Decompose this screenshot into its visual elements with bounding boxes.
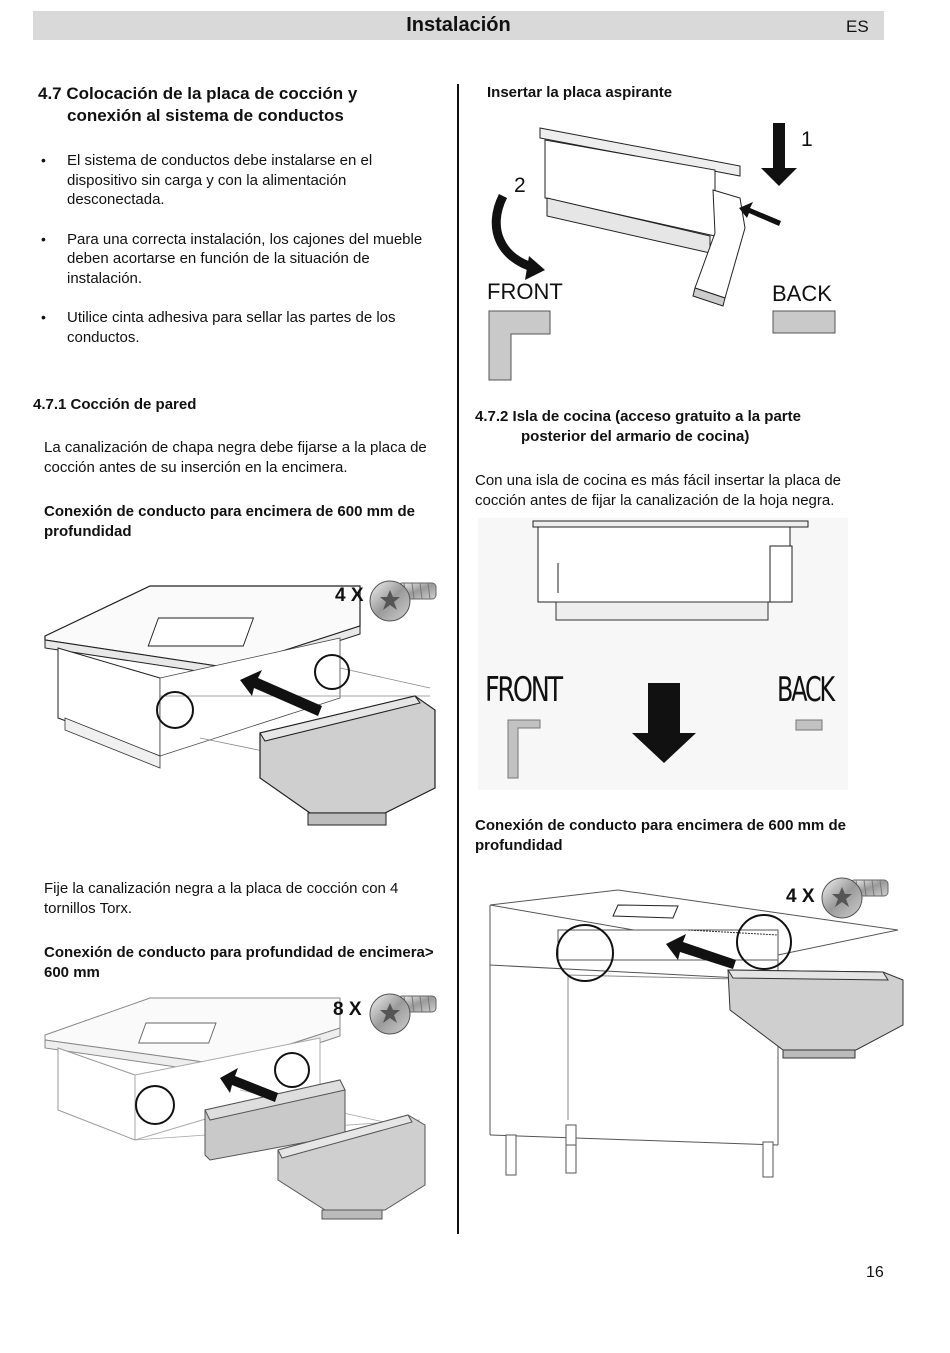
column-divider [457,84,459,1234]
conn-600-title-right: Conexión de conducto para encimera de 60… [475,817,846,854]
figure-wall-gt600 [40,990,440,1230]
label-front: FRONT [487,279,563,304]
label-front-island: FRONT [485,670,563,710]
subsection-title-island: 4.7.2 Isla de cocina (acceso gratuito a … [475,407,875,447]
section-title-line1: 4.7 Colocación de la placa de cocción y [38,84,358,103]
page-number: 16 [866,1264,884,1281]
page-title: Instalación [406,14,511,36]
figure-insert-hob [485,118,845,383]
insert-hob-title: Insertar la placa aspirante [487,84,673,101]
label-back-island: BACK [777,670,835,710]
torx-screw-icon [820,872,892,927]
bullet-item: Para una correcta instalación, los cajon… [37,230,437,289]
subsection-title-wall: 4.7.1 Cocción de pared [33,396,197,413]
bullet-item: El sistema de conductos debe instalarse … [37,151,437,210]
screw-count-4x-island: 4 X [786,886,815,907]
screw-count-8x: 8 X [333,999,362,1020]
figure-island-insert [478,518,848,790]
language-code: ES [846,17,869,36]
figure-wall-600-drawing [44,585,436,826]
subsection-title-island-line1: 4.7.2 Isla de cocina (acceso gratuito a … [475,408,801,425]
figure-wall-gt600-drawing [44,997,426,1220]
figure-wall-600 [40,578,440,833]
step-number-2: 2 [514,174,526,197]
conn-600-title-left: Conexión de conducto para encimera de 60… [44,503,415,540]
torx-screw-icon [368,575,440,630]
screw-count-4x-wall: 4 X [335,585,364,606]
figure-island-insert-drawing [478,518,848,790]
conn-gt600-title: Conexión de conducto para profundidad de… [44,944,434,981]
figure-insert-hob-drawing [488,123,836,381]
bullet-list: El sistema de conductos debe instalarse … [37,151,437,367]
label-back: BACK [772,281,832,306]
torx-screw-icon [368,988,440,1043]
section-title: 4.7 Colocación de la placa de cocción y … [38,83,448,127]
figure-island-cabinet [478,880,908,1180]
figure-island-cabinet-drawing [489,889,904,1178]
step-number-1: 1 [801,128,813,151]
island-intro-text: Con una isla de cocina es más fácil inse… [475,472,842,509]
fix-text: Fije la canalización negra a la placa de… [44,880,399,917]
bullet-item: Utilice cinta adhesiva para sellar las p… [37,308,437,347]
section-title-line2: conexión al sistema de conductos [67,106,344,125]
wall-intro-text: La canalización de chapa negra debe fija… [44,439,427,476]
header-bar [33,11,884,40]
subsection-title-island-line2: posterior del armario de cocina) [521,428,750,445]
